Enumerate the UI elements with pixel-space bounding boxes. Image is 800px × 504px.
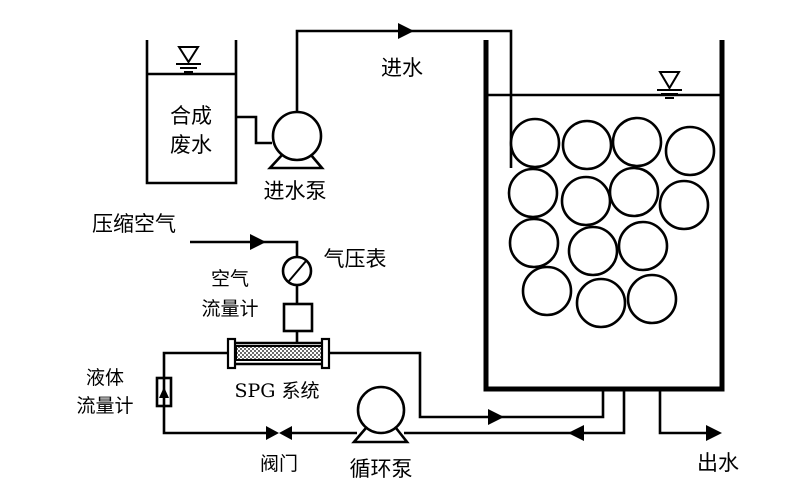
circulation-pump-label: 循环泵	[350, 457, 413, 481]
carrier-ball	[608, 166, 660, 218]
feed-pump-icon	[267, 110, 325, 170]
carrier-ball	[507, 167, 559, 219]
pressure-gauge-label: 气压表	[324, 247, 387, 271]
liquid-flowmeter-label-2: 流量计	[76, 395, 133, 417]
carrier-ball	[626, 273, 678, 325]
waste-water-tank: 合成 废水	[145, 40, 238, 185]
liquid-flowmeter-label-1: 液体	[86, 367, 124, 389]
air-flowmeter-label-1: 空气	[211, 268, 249, 290]
waste-tank-label-1: 合成	[170, 104, 212, 128]
carrier-ball	[611, 116, 663, 168]
pump-to-reactor-pipe	[404, 389, 626, 435]
carrier-ball	[521, 265, 573, 317]
tank-to-pump-pipe	[236, 115, 272, 145]
pressure-gauge-icon	[281, 255, 313, 287]
air-flowmeter-label-2: 流量计	[201, 298, 258, 320]
outflow-label: 出水	[697, 451, 739, 475]
carrier-ball	[561, 119, 613, 171]
outflow-arrow-icon	[706, 425, 722, 441]
feed-pump-label: 进水泵	[264, 179, 327, 203]
carrier-balls	[507, 116, 716, 329]
waste-tank-label-2: 废水	[170, 133, 212, 157]
water-level-icon	[176, 46, 201, 73]
circulation-pump-icon	[351, 385, 410, 444]
reactor-tank	[483, 40, 725, 392]
return-arrow-icon	[568, 425, 584, 441]
valve-label: 阀门	[260, 453, 298, 475]
liquid-flowmeter-icon	[155, 376, 173, 408]
compressed-air-label: 压缩空气	[92, 212, 176, 236]
carrier-ball	[617, 220, 669, 272]
carrier-ball	[575, 277, 627, 329]
spg-to-reactor-pipe	[329, 351, 605, 419]
carrier-ball	[658, 179, 710, 231]
inflow-pipe	[295, 29, 513, 168]
reactor-water-level-icon	[657, 71, 682, 99]
air-flowmeter-icon	[282, 302, 314, 333]
valve-icon[interactable]	[266, 426, 292, 440]
air-arrow-icon	[250, 234, 266, 250]
spg-module	[226, 337, 331, 370]
carrier-ball	[508, 217, 560, 269]
carrier-ball	[567, 225, 619, 277]
effluent-pipe	[658, 389, 718, 435]
inflow-arrow-icon	[398, 23, 414, 39]
inflow-label: 进水	[381, 56, 423, 80]
spg-system-label: SPG 系统	[234, 380, 319, 402]
carrier-ball	[509, 117, 561, 169]
carrier-ball	[664, 125, 716, 177]
spg-outflow-arrow-icon	[488, 409, 504, 425]
carrier-ball	[560, 175, 612, 227]
air-pipe	[190, 240, 299, 257]
